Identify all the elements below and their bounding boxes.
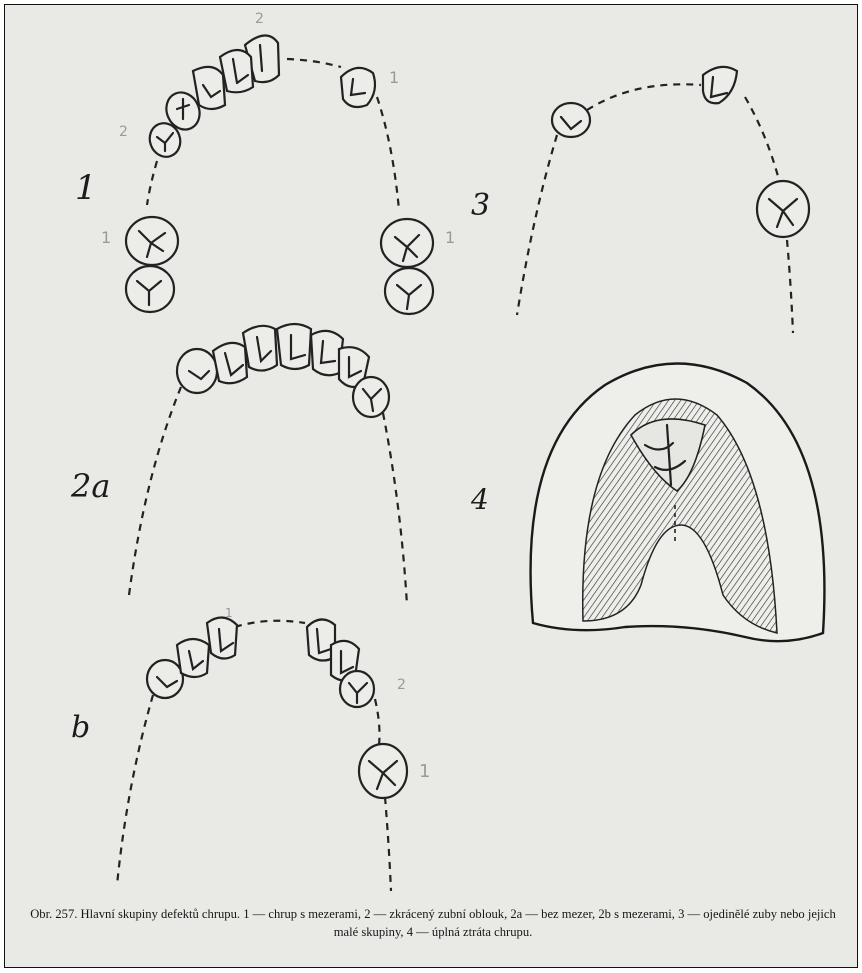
tooth	[340, 671, 374, 707]
pencil-mark: 2	[255, 11, 264, 27]
tooth	[353, 377, 389, 417]
panel-2b-label: b	[71, 710, 90, 745]
pencil-mark: 1	[389, 68, 399, 87]
tooth	[177, 639, 209, 677]
panel-2a-shortened-arch-no-gaps: 2a	[70, 324, 407, 605]
tooth	[703, 67, 737, 103]
panel-2a-label: 2a	[70, 467, 110, 505]
dental-arch-figure: 1 2 1 2 1 1 3 2a 4	[5, 5, 857, 967]
panel-4-edentulous-jaw: 4	[470, 363, 824, 641]
book-page: 1 2 1 2 1 1 3 2a 4	[4, 4, 858, 968]
tooth	[126, 217, 178, 265]
tooth	[213, 343, 247, 383]
panel-1-arch-with-gaps: 1 2 1 2 1 1	[75, 11, 455, 314]
tooth	[207, 617, 237, 658]
tooth	[757, 181, 809, 237]
tooth	[381, 219, 433, 267]
pencil-mark: 2	[397, 677, 406, 693]
tooth	[341, 68, 375, 107]
panel-4-label: 4	[470, 483, 489, 516]
panel-3-label: 3	[471, 188, 490, 223]
pencil-mark: 1	[225, 606, 233, 620]
panel-2b-shortened-arch-with-gaps: b 2 1 1	[71, 606, 430, 891]
panel-1-label: 1	[75, 168, 97, 208]
tooth	[220, 50, 253, 92]
tooth	[385, 268, 433, 314]
figure-caption: Obr. 257. Hlavní skupiny defektů chrupu.…	[27, 905, 839, 941]
tooth	[243, 326, 277, 371]
tooth	[552, 103, 590, 137]
pencil-mark: 1	[445, 228, 455, 247]
tooth	[147, 660, 183, 698]
tooth	[277, 324, 311, 369]
tooth	[126, 266, 174, 312]
pencil-mark: 1	[101, 228, 111, 247]
tooth	[359, 744, 407, 798]
panel-3-isolated-teeth: 3	[471, 67, 809, 333]
tooth	[177, 349, 217, 393]
pencil-mark: 2	[119, 124, 128, 140]
pencil-mark: 1	[419, 761, 430, 782]
